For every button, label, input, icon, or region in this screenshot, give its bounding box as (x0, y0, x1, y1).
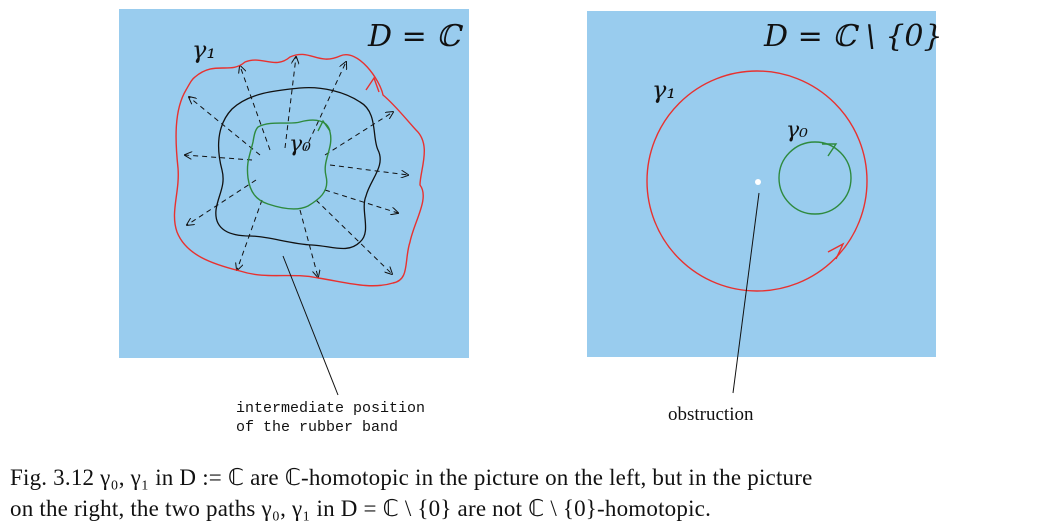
left-panel-background (119, 9, 469, 358)
right-gamma0-arrow-icon (822, 143, 838, 157)
deformation-arrows (185, 57, 408, 277)
right-gamma1-circle (646, 70, 868, 292)
right-domain-label: D = ℂ \ {0} (763, 19, 943, 54)
left-gamma0-label: γ₀ (289, 132, 311, 157)
caption-line-2: on the right, the two paths γ₀, γ₁ in D … (10, 496, 712, 521)
left-gamma1-arrow-icon (365, 76, 380, 93)
right-gamma0-label: γ₀ (786, 118, 808, 143)
left-gamma1-label: γ₁ (192, 36, 216, 64)
left-gamma1-curve (173, 53, 425, 287)
right-panel: D = ℂ \ {0} γ₁ γ₀ (587, 11, 943, 394)
right-gamma1-label: γ₁ (652, 76, 676, 104)
obstruction-pointer (732, 192, 760, 394)
obstruction-point (755, 179, 761, 185)
caption-line-1: Fig. 3.12 γ₀, γ₁ in D := ℂ are ℂ-homotop… (10, 465, 813, 490)
right-gamma1-arrow-icon (827, 242, 845, 260)
figure-caption: Fig. 3.12 γ₀, γ₁ in D := ℂ are ℂ-homotop… (10, 462, 1050, 524)
left-gamma0-arrow-icon (317, 119, 331, 132)
left-panel: D = ℂ γ₁ γ₀ (119, 9, 469, 396)
intermediate-band-curve (215, 86, 381, 250)
left-annotation-line2: of the rubber band (236, 419, 398, 436)
left-annotation-line1: intermediate position (236, 400, 425, 417)
obstruction-label: obstruction (668, 404, 754, 425)
left-annotation-pointer (282, 255, 339, 396)
left-domain-label: D = ℂ (367, 19, 463, 54)
right-panel-background (587, 11, 936, 357)
left-gamma0-curve (246, 119, 332, 210)
right-gamma0-circle (778, 141, 852, 215)
